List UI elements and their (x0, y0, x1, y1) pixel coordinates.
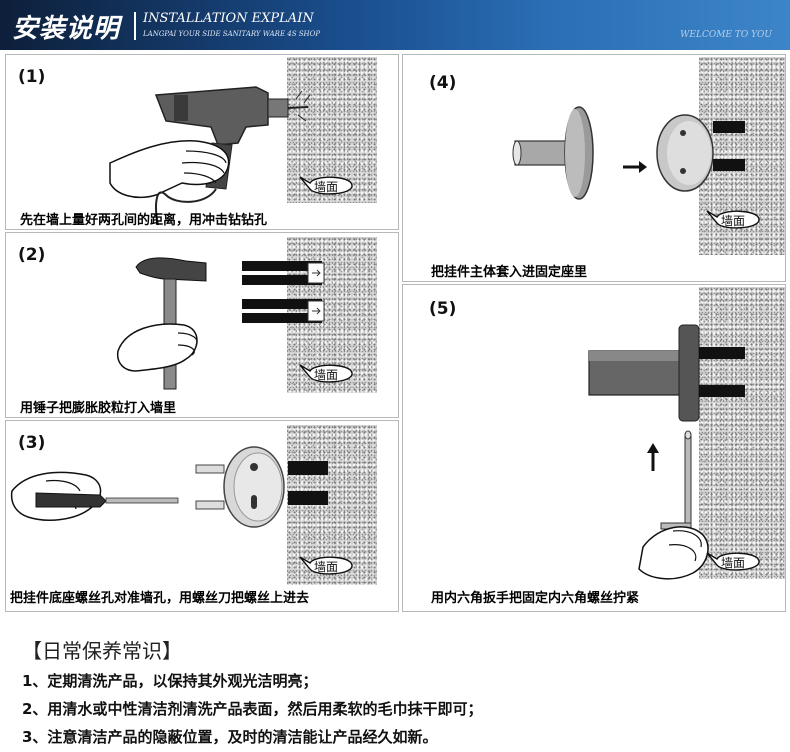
care-section-title: 【日常保养常识】 (22, 639, 182, 663)
hammer-illustration (116, 257, 325, 390)
welcome-text: WELCOME TO YOU (680, 30, 772, 40)
step-3-panel: (3) 墙面 把挂件底座螺丝孔对准墙孔，用螺丝刀把螺丝上进去 (5, 420, 399, 612)
care-item: 1、定期清洗产品，以保持其外观光洁明亮； (22, 672, 318, 690)
step-caption: 先在墙上量好两孔间的距离，用冲击钻钻孔 (20, 213, 268, 228)
wall-label-tag (706, 552, 760, 571)
wall-label-tag (299, 176, 353, 195)
mount-illustration (512, 106, 745, 200)
wall-label: 墙面 (314, 368, 339, 382)
shop-name: LANGPAI YOUR SIDE SANITARY WARE 4S SHOP (143, 30, 321, 38)
wall-label: 墙面 (314, 180, 339, 194)
step-caption: 用锤子把膨胀胶粒打入墙里 (20, 401, 177, 416)
step-4-panel: (4) 墙面 把挂件主体套入进固定座里 (402, 54, 786, 282)
wall-label: 墙面 (314, 560, 339, 574)
step-number: (4) (429, 73, 457, 93)
wall-label-tag (299, 364, 353, 383)
step-number: (3) (18, 433, 46, 453)
screwdriver-illustration (10, 446, 328, 528)
header-banner: 安装说明 INSTALLATION EXPLAIN LANGPAI YOUR S… (0, 0, 790, 50)
step-2-panel: (2) 墙面 用锤子把膨胀胶粒打入墙里 (5, 232, 399, 418)
wall-label: 墙面 (721, 556, 746, 570)
english-title: INSTALLATION EXPLAIN (143, 11, 314, 26)
wall-label: 墙面 (721, 214, 746, 228)
step-caption: 把挂件主体套入进固定座里 (431, 265, 588, 280)
step-number: (5) (429, 299, 457, 319)
page-title: 安装说明 (12, 14, 121, 44)
drill-illustration (109, 86, 311, 226)
step-5-panel: (5) 墙面 用内六角扳手把固定内六角螺丝拧紧 (402, 284, 786, 612)
step-caption: 用内六角扳手把固定内六角螺丝拧紧 (431, 591, 640, 606)
step-number: (2) (18, 245, 46, 265)
tighten-illustration (588, 324, 745, 580)
wall-texture (699, 287, 785, 579)
wall-label-tag (706, 210, 760, 229)
care-item: 2、用清水或中性清洁剂清洗产品表面，然后用柔软的毛巾抹干即可； (22, 700, 483, 718)
step-1-panel: (1) 墙面 先在墙上量好两孔间的距离，用冲击钻钻孔 (5, 54, 399, 230)
care-item: 3、注意清洁产品的隐蔽位置，及时的清洁能让产品经久如新。 (22, 728, 438, 746)
title-divider (134, 12, 136, 40)
step-caption: 把挂件底座螺丝孔对准墙孔，用螺丝刀把螺丝上进去 (10, 591, 310, 606)
step-number: (1) (18, 67, 46, 87)
wall-label-tag (299, 556, 353, 575)
